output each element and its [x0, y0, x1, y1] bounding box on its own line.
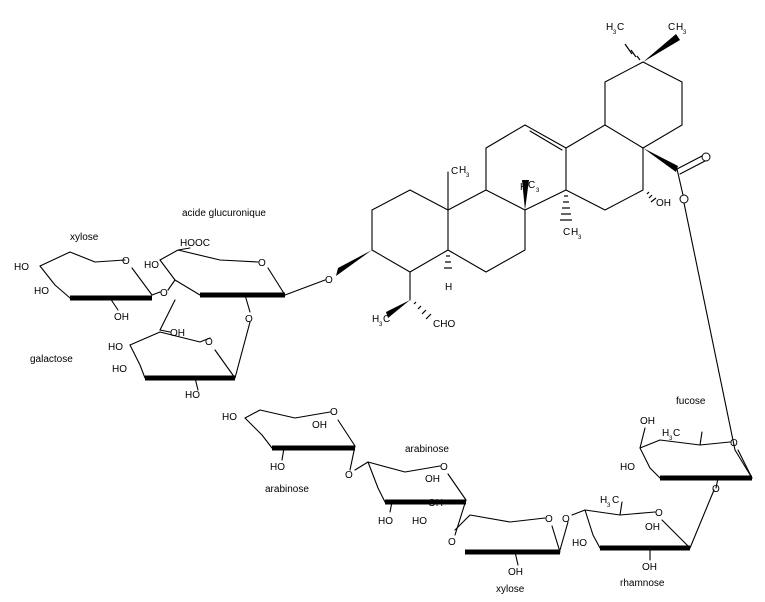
xyl2-ring-o: O: [545, 514, 553, 525]
methyl-c-label: C: [451, 166, 458, 177]
xylose-bottom-name: xylose: [496, 584, 525, 595]
aglycone-skeleton: [371, 61, 683, 273]
gluc-o-label: O: [160, 288, 168, 299]
galactose-name: galactose: [30, 354, 73, 365]
h-label: H: [445, 282, 452, 293]
rhamnose-ring: O O H 3 C HO OH OH rhamnose: [562, 489, 715, 589]
fuc-sub-label: 3: [669, 436, 673, 442]
ara1-ring-o: O: [330, 407, 338, 418]
glucuronic-acid-name: acide glucuronique: [182, 208, 266, 219]
hashed-methyl: [560, 195, 572, 221]
methyl3-c-label: C: [563, 227, 570, 238]
rha-c-label: C: [612, 495, 619, 506]
xylose-bottom-ring: O O HO OH xylose: [412, 499, 569, 595]
fuc-oh1: OH: [640, 416, 655, 427]
ara1-oh: OH: [312, 420, 327, 431]
arabinose-inner-ring: O O OH OH HO arabinose: [345, 444, 467, 527]
gluc-o2-label: O: [245, 314, 253, 325]
gal-ho1: HO: [108, 342, 123, 353]
c4-h-label: H: [372, 314, 379, 325]
xyl2-link-o: O: [448, 537, 456, 548]
top-c-label: C: [668, 22, 675, 33]
xyl-oh: OH: [114, 312, 129, 323]
xyl-ho1: HO: [14, 262, 29, 273]
xyl-ring-o: O: [122, 256, 130, 267]
hashed-cho: [413, 301, 432, 320]
methyl-h-label: H: [459, 165, 466, 176]
fucose-ring: O O H 3 C OH HO fucose: [620, 396, 753, 495]
c3-o-label: O: [325, 275, 333, 286]
fuc-link-o: O: [712, 484, 720, 495]
cooh-label: HOOC: [180, 238, 210, 249]
ara1-ho1: HO: [222, 412, 237, 423]
xylose-top-name: xylose: [70, 232, 99, 243]
hashed-oh: [646, 191, 657, 203]
fuc-h-label: H: [662, 428, 669, 439]
fucose-name: fucose: [676, 396, 706, 407]
hashed-top-methyl: [624, 43, 641, 61]
ara2-ho: HO: [378, 516, 393, 527]
methyl-sub-label: 3: [466, 173, 470, 179]
methyl2-sub-label: 3: [536, 188, 540, 194]
rha-ring-o: O: [655, 508, 663, 519]
methyl3-h-label: H: [571, 227, 578, 238]
c4-c-label: C: [383, 314, 390, 325]
fuc-ring-o: O: [730, 438, 738, 449]
arabinose-inner-name: arabinose: [405, 444, 449, 455]
aglycone-substituents: C H 3 H C 3 C H 3 H H 3 C: [325, 22, 736, 451]
methyl3-sub-label: 3: [578, 235, 582, 241]
cho-label: CHO: [433, 319, 455, 330]
rha-ho: HO: [572, 538, 587, 549]
ara1-ho2: HO: [270, 462, 285, 473]
ara2-oh1: OH: [425, 474, 440, 485]
galactose-ring: OH O HO HO HO galactose: [30, 299, 251, 401]
ara2-oh2: OH: [428, 498, 443, 509]
top-h-label: H: [676, 22, 683, 33]
c16-oh-label: OH: [656, 198, 671, 209]
ara2-link-o: O: [345, 470, 353, 481]
top2-h-label: H: [606, 22, 613, 33]
gal-ring-o: O: [205, 337, 213, 348]
fuc-c-label: C: [673, 428, 680, 439]
gal-ho2: HO: [112, 364, 127, 375]
glucuronic-acid-ring: O HOOC HO O O acide glucuronique: [144, 208, 326, 325]
arabinose-outer-ring: O HO OH HO arabinose: [222, 407, 356, 495]
methyl2-h-label: H: [520, 182, 527, 193]
top-sub-label: 3: [683, 30, 687, 36]
top2-c-label: C: [617, 22, 624, 33]
gluc-ho-label: HO: [144, 260, 159, 271]
rhamnose-name: rhamnose: [620, 578, 665, 589]
hashed-h: [444, 255, 452, 269]
arabinose-outer-name: arabinose: [265, 484, 309, 495]
ara2-ring-o: O: [440, 462, 448, 473]
xyl2-ho1: HO: [412, 516, 427, 527]
xylose-top-ring: O HO HO OH xylose: [14, 232, 161, 323]
methyl2-c-label: C: [528, 180, 535, 191]
gal-ch2oh-label: OH: [170, 328, 185, 339]
rha-oh1: OH: [645, 522, 660, 533]
gluc-ring-o: O: [258, 258, 266, 269]
rha-sub-label: 3: [607, 503, 611, 509]
xyl2-oh: OH: [508, 567, 523, 578]
c4-sub-label: 3: [379, 322, 383, 328]
rha-link-o: O: [562, 514, 570, 525]
fuc-ho: HO: [620, 462, 635, 473]
xyl-ho2: HO: [34, 286, 49, 297]
gal-ho3: HO: [185, 390, 200, 401]
rha-oh2: OH: [642, 562, 657, 573]
rha-h-label: H: [600, 495, 607, 506]
top2-sub-label: 3: [613, 30, 617, 36]
